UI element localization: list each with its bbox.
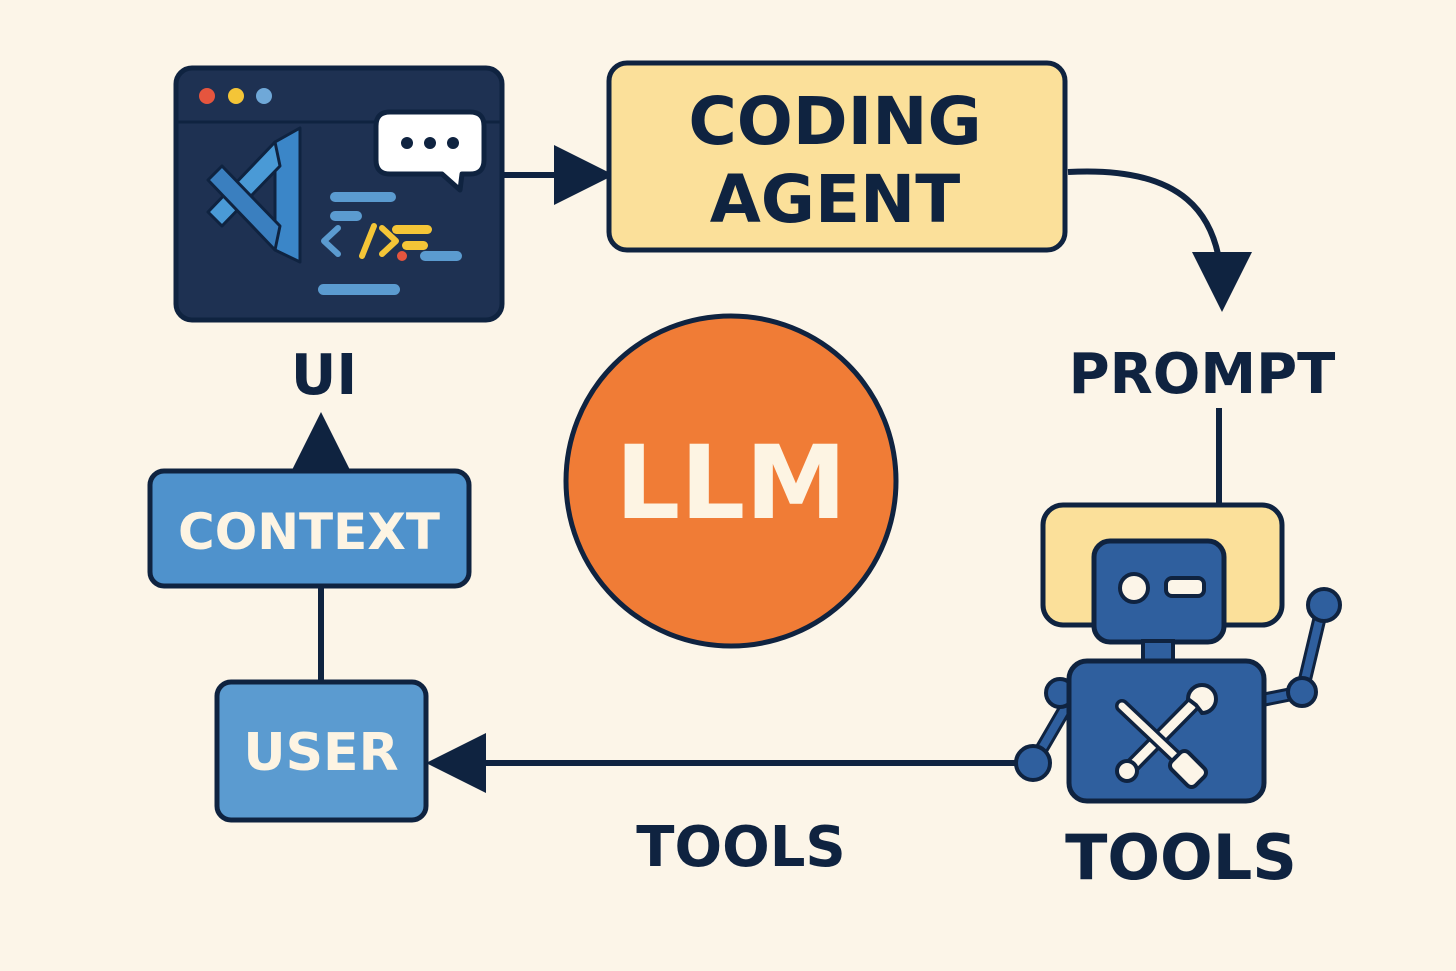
window-maximize-dot: [256, 88, 272, 104]
chat-bubble-icon: [373, 109, 487, 193]
llm-label: LLM: [615, 424, 847, 543]
code-bracket-right-icon: [379, 225, 399, 257]
coding-agent-box: CODING AGENT: [606, 60, 1068, 253]
context-label: CONTEXT: [178, 503, 440, 561]
coding-agent-label-line2: AGENT: [710, 161, 961, 238]
robot-right-arm: [1255, 587, 1342, 708]
robot-left-arm: [1014, 677, 1077, 782]
coding-agent-label-line1: CODING: [688, 83, 981, 160]
window-minimize-dot: [228, 88, 244, 104]
code-slash-icon: [359, 223, 377, 259]
context-box: CONTEXT: [147, 468, 472, 589]
robot-eye-slot-icon: [1164, 576, 1206, 598]
code-editor-logo-icon: [206, 126, 302, 264]
code-lines: [318, 192, 462, 295]
tools-edge-label: TOOLS: [636, 815, 845, 880]
robot-tools-illustration: [1014, 502, 1342, 804]
tools-robot-label: TOOLS: [1065, 821, 1297, 894]
code-bracket-left-icon: [321, 225, 341, 257]
ui-window-illustration: [173, 65, 505, 323]
user-box: USER: [214, 679, 429, 823]
ui-label: UI: [291, 343, 357, 408]
robot-eye-icon: [1118, 572, 1150, 604]
llm-node: LLM: [563, 313, 899, 649]
arrow-agent-to-prompt: [1067, 168, 1252, 312]
prompt-label: PROMPT: [1069, 342, 1336, 407]
wrench-screwdriver-icon: [1115, 683, 1218, 790]
user-label: USER: [243, 723, 398, 783]
window-close-dot: [199, 88, 215, 104]
